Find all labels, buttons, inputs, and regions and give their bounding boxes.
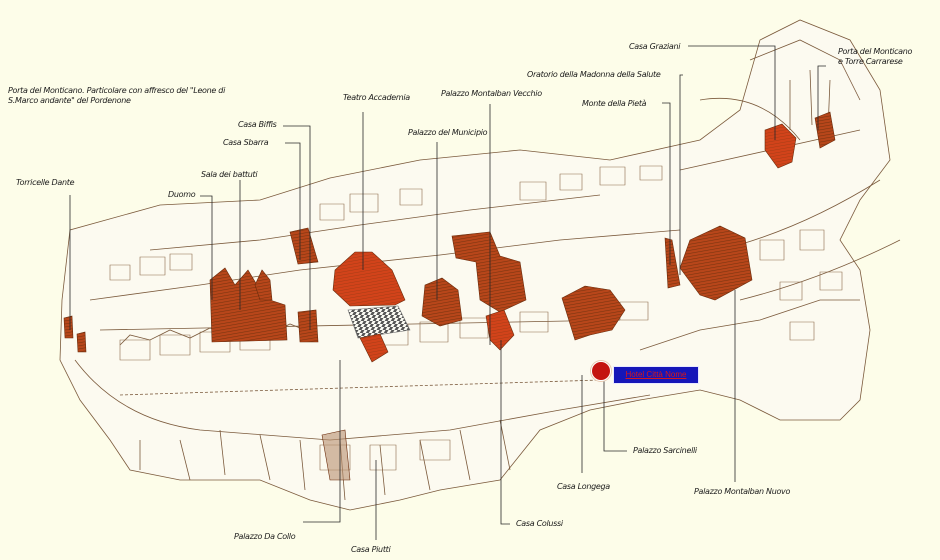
label-torricelle-dante[interactable]: Torricelle Dante — [16, 178, 75, 187]
label-palazzo-montalban-nuovo[interactable]: Palazzo Montalban Nuovo — [694, 487, 791, 496]
building-torricelle-2 — [76, 331, 87, 353]
location-dot-icon[interactable] — [591, 361, 611, 381]
label-palazzo-montalban-vecchio[interactable]: Palazzo Montalban Vecchio — [441, 89, 542, 98]
label-monte-della-pieta[interactable]: Monte della Pietà — [582, 99, 647, 108]
building-casa-graziani — [764, 123, 797, 169]
building-torricelle-dante — [63, 315, 74, 339]
label-sala-dei-battuti[interactable]: Sala dei battuti — [201, 170, 258, 179]
label-casa-piutti[interactable]: Casa Piutti — [351, 545, 391, 554]
building-teatro — [332, 251, 406, 307]
building-red-front — [359, 333, 389, 363]
label-palazzo-sarcinelli[interactable]: Palazzo Sarcinelli — [633, 446, 697, 455]
building-chessboard-square — [347, 305, 411, 339]
label-palazzo-municipio[interactable]: Palazzo del Municipio — [408, 128, 488, 137]
building-torre-carrarese — [814, 111, 836, 149]
building-sala-battuti — [254, 269, 273, 301]
label-teatro-accademia[interactable]: Teatro Accademia — [343, 93, 410, 102]
label-casa-longega[interactable]: Casa Longega — [557, 482, 610, 491]
label-casa-sbarra[interactable]: Casa Sbarra — [223, 138, 269, 147]
building-bottom-hatched — [321, 429, 351, 481]
building-casa-sbarra — [297, 309, 319, 343]
building-red-lower — [485, 309, 515, 351]
building-montalban-vecchio — [451, 231, 527, 313]
leader-lines — [69, 45, 826, 540]
building-montalban-nuovo — [679, 225, 753, 301]
label-casa-biffis[interactable]: Casa Biffis — [238, 120, 277, 129]
label-duomo[interactable]: Duomo — [168, 190, 196, 199]
label-casa-graziani[interactable]: Casa Graziani — [629, 42, 681, 51]
label-porta-monticano-torre[interactable]: Porta del Monticano e Torre Carrarese — [838, 47, 913, 66]
label-palazzo-da-collo[interactable]: Palazzo Da Collo — [234, 532, 296, 541]
highlighted-buildings — [63, 111, 836, 481]
label-porta-monticano-affresco[interactable]: Porta del Monticano. Particolare con aff… — [8, 86, 225, 105]
label-oratorio-madonna-salute[interactable]: Oratorio della Madonna della Salute — [527, 70, 661, 79]
label-casa-colussi[interactable]: Casa Colussi — [516, 519, 563, 528]
building-casa-biffis — [289, 227, 319, 265]
hotel-location-link[interactable]: Hotel Città Nome — [613, 366, 699, 384]
building-casa-longega — [561, 285, 626, 341]
building-municipio — [421, 277, 463, 327]
building-sketch-lines — [109, 165, 843, 471]
